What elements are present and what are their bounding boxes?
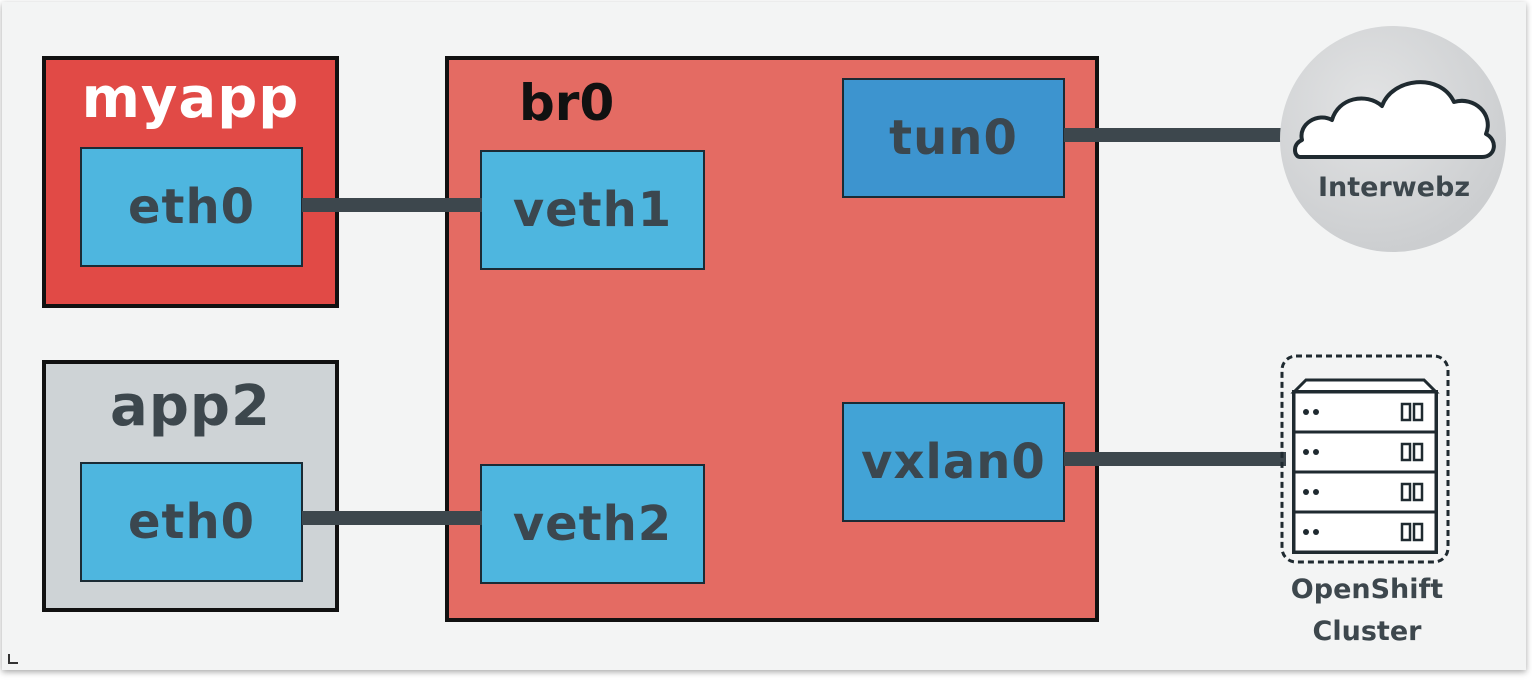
veth2-interface: veth2 (480, 464, 705, 584)
container-myapp-title: myapp (81, 66, 300, 131)
cluster-label-line1: OpenShift (1290, 574, 1444, 605)
myapp-eth0-interface: eth0 (80, 147, 303, 267)
cloud-icon (1293, 80, 1496, 159)
bridge-br0: br0 veth1 veth2 tun0 vxlan0 (445, 56, 1099, 622)
bridge-br0-title: br0 (519, 74, 615, 132)
container-app2: app2 eth0 (42, 360, 339, 612)
server-rack-icon (1280, 354, 1450, 564)
link-eth0-veth2 (302, 511, 482, 525)
container-myapp: myapp eth0 (42, 56, 339, 308)
vxlan0-interface: vxlan0 (842, 402, 1065, 522)
corner-marker (8, 654, 18, 664)
link-vxlan0-cluster (1064, 452, 1286, 466)
veth1-interface: veth1 (480, 150, 705, 270)
app2-eth0-interface: eth0 (80, 462, 303, 582)
link-eth0-veth1 (302, 198, 482, 212)
link-tun0-internet (1064, 128, 1286, 142)
container-app2-title: app2 (110, 374, 271, 439)
internet-label: Interwebz (1317, 172, 1471, 203)
tun0-interface: tun0 (842, 78, 1065, 198)
network-diagram: myapp eth0 app2 eth0 br0 veth1 veth2 tun… (2, 2, 1526, 670)
cluster-label-line2: Cluster (1312, 616, 1422, 647)
